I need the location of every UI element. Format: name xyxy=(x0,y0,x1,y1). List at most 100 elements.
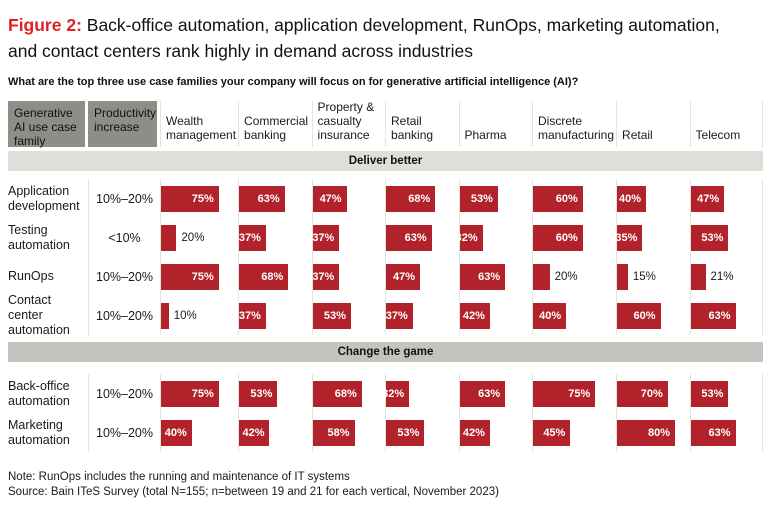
row-label: Application development xyxy=(8,183,80,213)
bar: 63% xyxy=(386,224,432,251)
bar-cell: 32% xyxy=(382,374,458,413)
bar-value-label: 75% xyxy=(191,270,214,283)
column-header: Wealth management xyxy=(160,101,238,147)
bar-value-label: 10% xyxy=(173,309,197,322)
bar: 40% xyxy=(161,419,192,446)
bar-value-label: 40% xyxy=(539,309,562,322)
survey-question: What are the top three use case families… xyxy=(8,76,579,88)
bar-cell: 53% xyxy=(311,296,385,335)
bar: 37% xyxy=(238,302,266,329)
bar-cell: 63% xyxy=(689,296,763,335)
bar: 60% xyxy=(617,302,661,329)
column-header: Property & casualty insurance xyxy=(311,100,385,147)
bar-value-label: 15% xyxy=(632,270,656,283)
bar-value-label: 70% xyxy=(640,387,663,400)
bar-cell: 68% xyxy=(238,257,311,296)
bar-cell: 60% xyxy=(531,179,616,218)
bar: 40% xyxy=(617,185,647,212)
bar: 37% xyxy=(312,263,340,290)
bar-cell: 21% xyxy=(689,257,763,296)
bar-cell: 47% xyxy=(311,179,385,218)
bar-cell: 37% xyxy=(385,296,458,335)
bar: 45% xyxy=(532,419,571,446)
bar-value-label: 60% xyxy=(555,231,578,244)
bar: 42% xyxy=(459,419,490,446)
corner-header: Generative AI use case family xyxy=(8,101,85,148)
bar-value-label: 37% xyxy=(385,309,408,322)
bar: 75% xyxy=(161,263,219,290)
bar-cell: 40% xyxy=(531,296,616,335)
bar: 35% xyxy=(615,224,643,251)
bar: 53% xyxy=(239,380,278,407)
bar-value-label: 75% xyxy=(191,387,214,400)
bar-cell: 68% xyxy=(311,374,385,413)
bar: 53% xyxy=(386,419,425,446)
column-header: Pharma xyxy=(458,101,532,147)
bar-cell: 63% xyxy=(458,374,532,413)
column-header: Retail banking xyxy=(385,101,458,147)
bar-cell: 15% xyxy=(616,257,689,296)
bar-cell: 53% xyxy=(385,413,458,452)
bar: 63% xyxy=(690,419,736,446)
bar-value-label: 68% xyxy=(261,270,284,283)
productivity-value: 10%–20% xyxy=(88,374,160,413)
bar-value-label: 37% xyxy=(238,309,261,322)
bar-cell: 63% xyxy=(238,179,311,218)
bar-value-label: 42% xyxy=(462,309,485,322)
bar-cell: 37% xyxy=(238,296,311,335)
bar-value-label: 42% xyxy=(242,426,265,439)
column-header: Discrete manufacturing xyxy=(531,101,616,147)
bar: 37% xyxy=(312,224,340,251)
figure-number-label: Figure 2: xyxy=(8,15,82,35)
bar: 47% xyxy=(312,185,347,212)
bar-cell: 10% xyxy=(160,296,238,335)
bar-value-label: 53% xyxy=(470,192,493,205)
bar-value-label: 60% xyxy=(555,192,578,205)
bar xyxy=(532,263,550,290)
bar: 63% xyxy=(690,302,736,329)
bar: 37% xyxy=(239,224,266,251)
bar-value-label: 20% xyxy=(554,270,578,283)
bar: 42% xyxy=(459,302,490,329)
bar xyxy=(690,263,706,290)
bar-value-label: 60% xyxy=(633,309,656,322)
bar-value-label: 68% xyxy=(408,192,431,205)
bar-value-label: 32% xyxy=(382,387,405,400)
bar-value-label: 53% xyxy=(323,309,346,322)
bar: 47% xyxy=(690,185,725,212)
bar: 68% xyxy=(239,263,289,290)
bar-cell: 60% xyxy=(531,218,616,257)
footnotes: Note: RunOps includes the running and ma… xyxy=(8,470,763,500)
note-line: Note: RunOps includes the running and ma… xyxy=(8,471,350,483)
bar: 40% xyxy=(532,302,567,329)
bar-value-label: 53% xyxy=(701,231,724,244)
bar-cell: 53% xyxy=(689,374,763,413)
bar-value-label: 21% xyxy=(710,270,734,283)
bar-value-label: 68% xyxy=(334,387,357,400)
bar-value-label: 75% xyxy=(568,387,591,400)
bar-cell: 42% xyxy=(458,296,532,335)
bar-value-label: 63% xyxy=(404,231,427,244)
bar: 53% xyxy=(459,185,498,212)
bar xyxy=(617,263,628,290)
bar-value-label: 42% xyxy=(462,426,485,439)
source-line: Source: Bain ITeS Survey (total N=155; n… xyxy=(8,486,499,498)
bar-value-label: 63% xyxy=(478,270,501,283)
bar-value-label: 75% xyxy=(191,192,214,205)
bar-cell: 42% xyxy=(458,413,532,452)
bar-value-label: 40% xyxy=(618,192,642,205)
bar-value-label: 53% xyxy=(250,387,273,400)
bar-cell: 63% xyxy=(385,218,458,257)
bar: 53% xyxy=(312,302,351,329)
bar-cell: 37% xyxy=(238,218,311,257)
bar: 60% xyxy=(532,224,583,251)
bar-value-label: 53% xyxy=(701,387,724,400)
bar-cell: 40% xyxy=(616,179,689,218)
column-header: Telecom xyxy=(689,101,763,147)
row-label: Testing automation xyxy=(8,222,70,252)
bar-value-label: 35% xyxy=(615,231,638,244)
bar: 53% xyxy=(690,380,729,407)
bar-cell: 80% xyxy=(616,413,689,452)
